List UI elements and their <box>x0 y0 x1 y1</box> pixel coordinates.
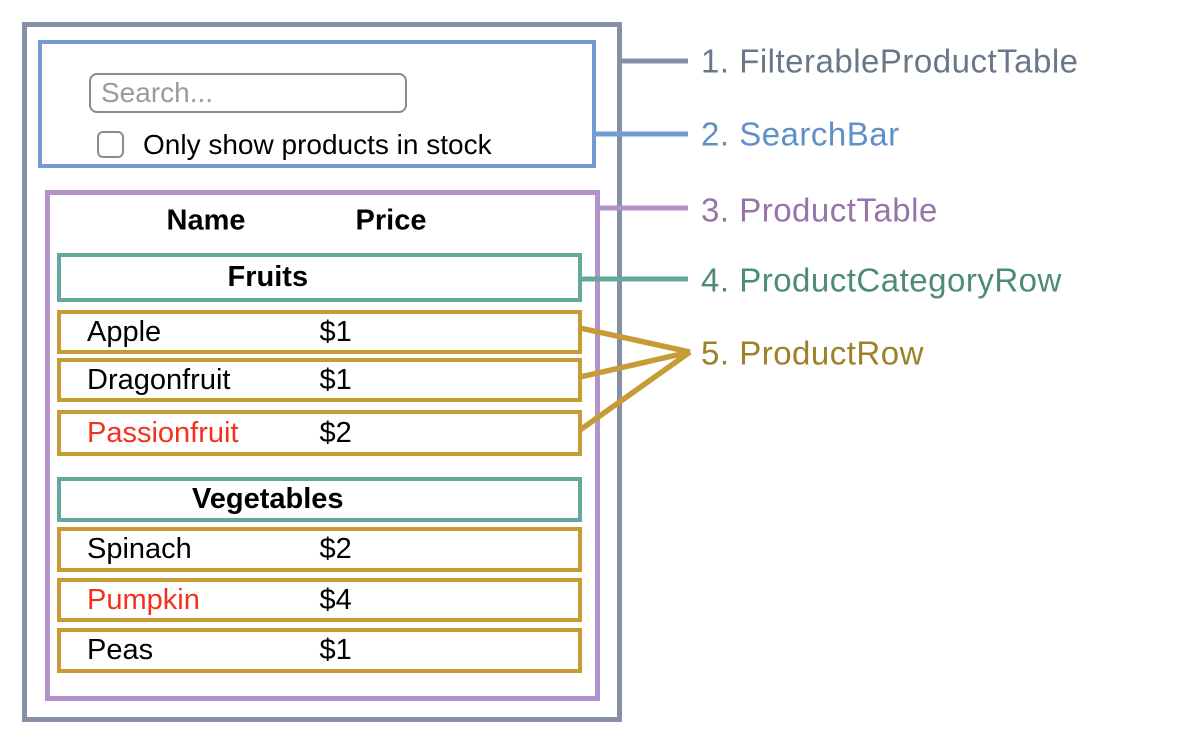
column-header-name: Name <box>166 204 246 237</box>
product-price: $2 <box>319 533 352 565</box>
legend-search-bar: 2. SearchBar <box>701 115 900 153</box>
product-row-spinach: Spinach $2 <box>57 527 582 572</box>
category-row-fruits: Fruits <box>57 253 582 302</box>
legend-product-category-row: 4. ProductCategoryRow <box>701 261 1062 299</box>
product-price: $1 <box>319 315 352 348</box>
product-name: Dragonfruit <box>87 363 231 396</box>
category-label: Fruits <box>227 261 309 293</box>
product-name: Apple <box>87 315 162 348</box>
product-name: Peas <box>87 634 154 666</box>
category-label: Vegetables <box>192 483 344 515</box>
product-row-pumpkin: Pumpkin $4 <box>57 578 582 622</box>
product-name: Pumpkin <box>87 583 200 616</box>
product-price: $4 <box>319 583 352 616</box>
product-price: $1 <box>319 634 352 666</box>
product-name: Passionfruit <box>87 416 239 449</box>
legend-product-table: 3. ProductTable <box>701 191 938 229</box>
product-price: $2 <box>319 416 352 449</box>
legend-product-row: 5. ProductRow <box>701 334 924 372</box>
product-row-apple: Apple $1 <box>57 310 582 354</box>
column-header-price: Price <box>355 204 427 237</box>
in-stock-checkbox-label: Only show products in stock <box>143 129 492 160</box>
product-price: $1 <box>319 363 352 396</box>
in-stock-checkbox[interactable] <box>97 131 124 158</box>
product-row-peas: Peas $1 <box>57 628 582 673</box>
search-input[interactable] <box>89 73 407 113</box>
legend-filterable-product-table: 1. FilterableProductTable <box>701 42 1079 80</box>
product-row-dragonfruit: Dragonfruit $1 <box>57 358 582 402</box>
product-row-passionfruit: Passionfruit $2 <box>57 410 582 456</box>
product-name: Spinach <box>87 533 192 565</box>
category-row-vegetables: Vegetables <box>57 477 582 522</box>
